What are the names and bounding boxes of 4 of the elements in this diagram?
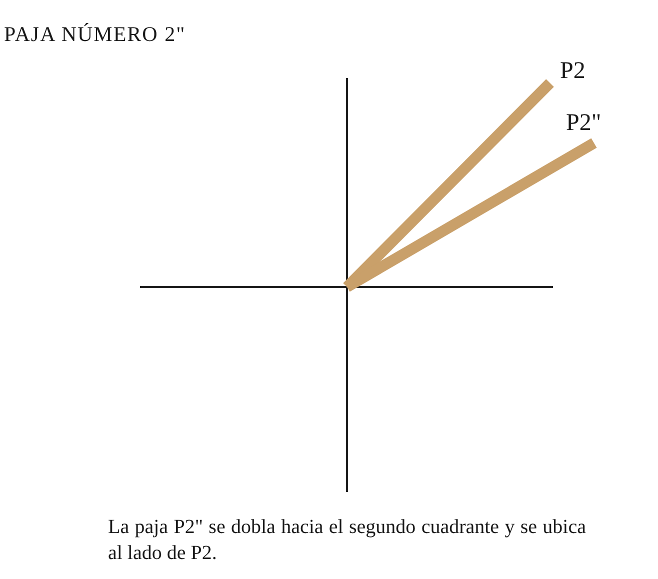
title: PAJA NÚMERO 2" <box>4 22 186 47</box>
straw-label: P2 <box>560 58 586 85</box>
caption: La paja P2" se dobla hacia el segundo cuadrante y se ubica al lado de P2. <box>108 515 586 566</box>
straw-label: P2" <box>566 110 602 137</box>
